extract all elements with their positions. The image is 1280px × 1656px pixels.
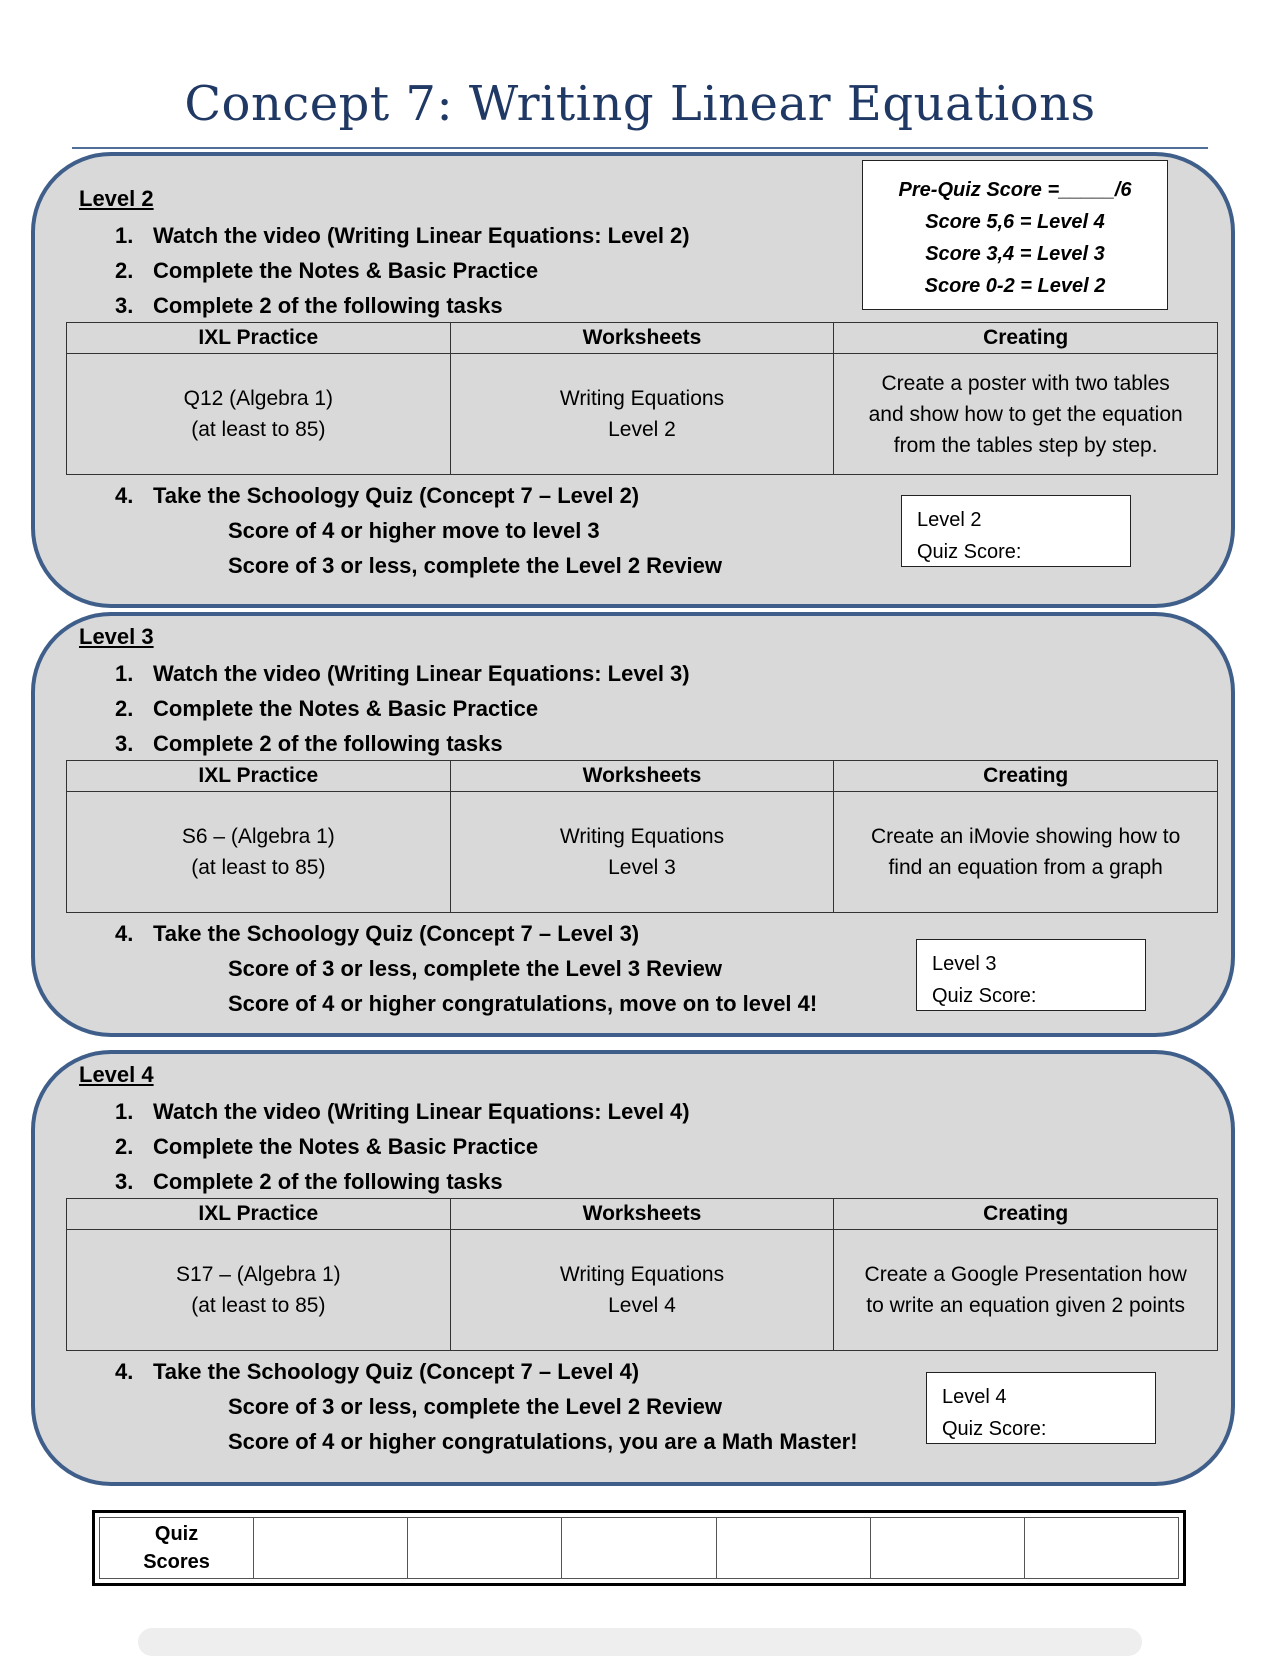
level-4-heading: Level 4 <box>79 1062 154 1087</box>
step-item: 4.Take the Schoology Quiz (Concept 7 – L… <box>115 921 640 946</box>
step-item: 1.Watch the video (Writing Linear Equati… <box>115 661 690 686</box>
step-item: 3.Complete 2 of the following tasks <box>115 1169 503 1194</box>
quiz-score-cell[interactable] <box>869 1517 1025 1579</box>
level-2-heading: Level 2 <box>79 186 154 211</box>
worksheets-header: Worksheets <box>449 1198 835 1230</box>
quiz-score-cell[interactable] <box>1023 1517 1180 1579</box>
level-3-quiz-steps: 4.Take the Schoology Quiz (Concept 7 – L… <box>115 916 817 1021</box>
step-item: 4.Take the Schoology Quiz (Concept 7 – L… <box>115 1359 640 1384</box>
step-item: 2.Complete the Notes & Basic Practice <box>115 696 539 721</box>
result-line: Score of 3 or less, complete the Level 2… <box>228 553 722 578</box>
ixl-cell: S6 – (Algebra 1)(at least to 85) <box>66 791 451 913</box>
step-item: 3.Complete 2 of the following tasks <box>115 731 503 756</box>
creating-header: Creating <box>833 322 1218 354</box>
title-underline <box>72 147 1208 149</box>
quiz-scores-table: Quiz Scores <box>92 1510 1186 1586</box>
step-item: 1.Watch the video (Writing Linear Equati… <box>115 223 690 248</box>
step-item: 2.Complete the Notes & Basic Practice <box>115 1134 539 1159</box>
level-3-steps: 1.Watch the video (Writing Linear Equati… <box>115 656 690 761</box>
level-4-quiz-steps: 4.Take the Schoology Quiz (Concept 7 – L… <box>115 1354 858 1459</box>
level-4-tasks-table: IXL Practice Worksheets Creating S17 – (… <box>66 1198 1218 1351</box>
pre-quiz-box: Pre-Quiz Score =_____/6 Score 5,6 = Leve… <box>862 160 1168 310</box>
result-line: Score of 4 or higher move to level 3 <box>228 518 600 543</box>
page-bottom-shadow <box>138 1628 1142 1656</box>
quiz-score-cell[interactable] <box>561 1517 717 1579</box>
step-item: 4.Take the Schoology Quiz (Concept 7 – L… <box>115 483 640 508</box>
step-item: 2.Complete the Notes & Basic Practice <box>115 258 539 283</box>
level-3-panel: Level 3 1.Watch the video (Writing Linea… <box>31 612 1235 1037</box>
result-line: Score of 3 or less, complete the Level 3… <box>228 956 722 981</box>
level-4-quiz-score-box[interactable]: Level 4 Quiz Score: <box>926 1372 1156 1444</box>
ixl-header: IXL Practice <box>66 1198 451 1230</box>
result-line: Score of 4 or higher congratulations, mo… <box>228 991 818 1016</box>
level-3-quiz-score-box[interactable]: Level 3 Quiz Score: <box>916 939 1146 1011</box>
quiz-score-cell[interactable] <box>407 1517 563 1579</box>
ixl-cell: S17 – (Algebra 1)(at least to 85) <box>66 1229 451 1351</box>
page-title: Concept 7: Writing Linear Equations <box>184 76 1096 132</box>
level-2-quiz-steps: 4.Take the Schoology Quiz (Concept 7 – L… <box>115 478 722 583</box>
worksheets-header: Worksheets <box>449 322 835 354</box>
quiz-scores-label: Quiz Scores <box>98 1517 255 1579</box>
level-2-tasks-table: IXL Practice Worksheets Creating Q12 (Al… <box>66 322 1218 475</box>
result-line: Score of 4 or higher congratulations, yo… <box>228 1429 858 1454</box>
level-2-steps: 1.Watch the video (Writing Linear Equati… <box>115 218 690 323</box>
level-4-steps: 1.Watch the video (Writing Linear Equati… <box>115 1094 690 1199</box>
level-3-tasks-table: IXL Practice Worksheets Creating S6 – (A… <box>66 760 1218 913</box>
level-3-heading: Level 3 <box>79 624 154 649</box>
quiz-score-cell[interactable] <box>715 1517 871 1579</box>
ixl-cell: Q12 (Algebra 1)(at least to 85) <box>66 353 451 475</box>
creating-header: Creating <box>833 1198 1218 1230</box>
result-line: Score of 3 or less, complete the Level 2… <box>228 1394 722 1419</box>
worksheets-header: Worksheets <box>449 760 835 792</box>
creating-header: Creating <box>833 760 1218 792</box>
ixl-header: IXL Practice <box>66 760 451 792</box>
quiz-score-cell[interactable] <box>253 1517 409 1579</box>
level-2-quiz-score-box[interactable]: Level 2 Quiz Score: <box>901 495 1131 567</box>
step-item: 3.Complete 2 of the following tasks <box>115 293 503 318</box>
ixl-header: IXL Practice <box>66 322 451 354</box>
step-item: 1.Watch the video (Writing Linear Equati… <box>115 1099 690 1124</box>
